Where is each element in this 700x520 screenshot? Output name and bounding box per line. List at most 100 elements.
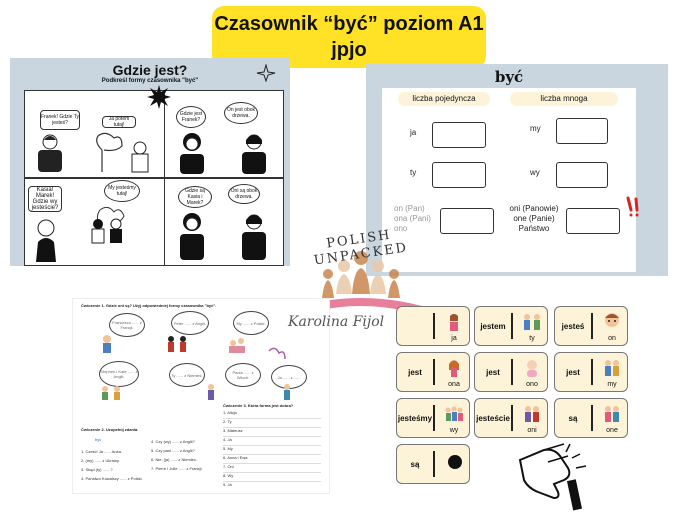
domino-word: jestem [480,321,506,331]
answer-box-oni[interactable] [566,208,620,234]
exercise-bubble[interactable]: Peter ...... z Anglii. [171,311,209,335]
domino-label: one [606,427,618,434]
exercise-2-example: być [95,437,102,442]
exercise-3-row[interactable]: 1. Alicja [223,410,321,419]
answer-box-on[interactable] [440,208,494,234]
two-men-icon [525,406,539,422]
exclamation-icon [626,196,639,217]
domino-tile[interactable]: ja [396,306,470,346]
explosion-icon [147,85,171,109]
two-kids-icon [605,360,619,376]
exercise-bubble[interactable]: Ty ...... z Niemiec. [169,363,205,387]
comic-figures [180,213,266,260]
speech-bubble: Gdzie są Kasia i Marek? [178,186,212,208]
domino-divider [433,359,435,385]
answer-box-ty[interactable] [432,162,486,188]
exercise-1-title: Ćwiczenie 1. Gdzie oni są? Użyj odpowied… [81,303,217,308]
exercise-3-row[interactable]: 3. Mateusz [223,428,321,437]
two-boys-icon [524,314,540,330]
domino-word [399,307,431,345]
pronoun-ja: ja [410,128,417,137]
domino-divider [433,313,435,339]
exercise-bubble[interactable]: My ...... z Polski. [233,311,269,335]
exercise-worksheet[interactable]: Ćwiczenie 1. Gdzie oni są? Użyj odpowied… [72,298,330,494]
comic-figures [38,132,149,173]
domino-tile[interactable]: jestem ty [474,306,548,346]
exercise-3-row[interactable]: 4. Ja [223,437,321,446]
comic-title: Gdzie jest? [112,62,188,78]
answer-box-my[interactable] [556,118,608,144]
pronoun-ty: ty [410,168,417,177]
domino-word: jesteśmy [397,413,433,423]
domino-tile[interactable]: jest ona [396,352,470,392]
pronoun-wy: wy [530,168,540,177]
pronoun-panstwo: Państwo [518,224,550,233]
comic-figures [36,206,125,262]
exercise-bubble[interactable]: Francesco ...... z Francji. [109,313,145,337]
logo-text-wrap: POLISH UNPACKED [300,228,420,272]
domino-tile[interactable]: jesteście oni [474,398,548,438]
third-person-plural: oni (Panowie) one (Panie) Państwo [502,204,566,234]
group-icon [445,406,463,421]
speech-bubble: Franek! Gdzie Ty jesteś? [40,110,80,130]
domino-word: jest [566,367,580,377]
singular-header: liczba pojedyncza [398,92,490,106]
pronoun-my: my [530,124,541,133]
answer-box-ja[interactable] [432,122,486,148]
third-person-singular: on (Pan) ona (Pani) ono [394,204,438,234]
title-banner: Czasownik “być” poziom A1 jpjo [212,6,486,68]
domino-divider [511,405,513,431]
hand-pushing-domino-icon [518,443,587,511]
title-line-1: Czasownik “być” poziom A1 [214,13,484,35]
sparkle-icon [256,64,276,82]
exercise-3-row[interactable]: 2. Ty [223,419,321,428]
domino-label: ono [526,381,538,388]
domino-tile[interactable]: są one [554,398,628,438]
domino-word: jesteś [561,321,585,331]
comic-subtitle: Podkreśl formy czasownika "być" [101,78,199,84]
title-line-2: jpjo [331,39,367,61]
domino-divider [511,313,513,339]
exercise-3-row[interactable]: 9. Ja [223,482,232,487]
exercise-3-row[interactable]: 7. Oni [223,464,321,473]
exercise-bubble[interactable]: Paola ...... z Włoch. [225,363,261,387]
exercise-2-sentence: 6. Nie, (ja) ...... z Niemiec. [151,457,198,462]
exercise-2-sentence: 7. Pierre i Julie ...... z Francji. [151,466,203,471]
speech-bubble: Kasia! Marek! Gdzie wy jesteście? [28,186,62,212]
exercise-3-row[interactable]: 6. Anna i Ewa [223,455,321,464]
speech-bubble: Ja potem tutaj! [102,116,136,128]
table-title: być [494,68,524,86]
domino-tile[interactable]: jest ono [474,352,548,392]
domino-label: ona [448,381,460,388]
domino-label: oni [527,427,537,434]
exercise-3-row[interactable]: 5. My [223,446,321,455]
exercise-2-sentence: 1. Cześć! Ja ...... Anka. [81,449,122,454]
pronoun-oni: oni (Panowie) [509,204,559,213]
domino-word: jesteście [476,413,510,423]
domino-label: on [608,335,616,342]
two-women-icon [605,406,619,422]
domino-label: my [607,381,617,388]
comic-worksheet[interactable]: Gdzie jest? Podkreśl formy czasownika "b… [10,58,290,266]
exercise-2-sentence: 4. Czy (wy) ...... z Anglii? [151,439,195,444]
domino-tile[interactable]: jesteś on [554,306,628,346]
exercise-bubble[interactable]: Stephen i Kate ...... z Anglii. [99,361,139,387]
domino-tile[interactable]: jest my [554,352,628,392]
girl-icon [449,360,459,377]
domino-divider [591,359,593,385]
speech-bubble: Oni są obok drzewa. [228,184,260,204]
domino-divider [511,359,513,385]
boy-icon [605,313,619,327]
exercise-3-row[interactable]: 8. Wy [223,473,321,482]
exercise-2-sentence: 5. Czy pani ...... z Anglii? [151,448,195,453]
exercise-2-title: Ćwiczenie 2. Uzupełnij zdania. [81,427,139,432]
domino-tile[interactable]: jesteśmy wy [396,398,470,438]
answer-box-wy[interactable] [556,162,608,188]
domino-tile[interactable]: są [396,444,470,484]
domino-label: ja [451,335,457,342]
domino-dot-icon [448,455,462,469]
exercise-2-left: 1. Cześć! Ja ...... Anka. 2. (my) ......… [81,449,161,481]
girl-pointing-icon [450,314,458,331]
svg-text:Karolina Fijol: Karolina Fijol [287,314,384,330]
domino-divider [591,405,593,431]
